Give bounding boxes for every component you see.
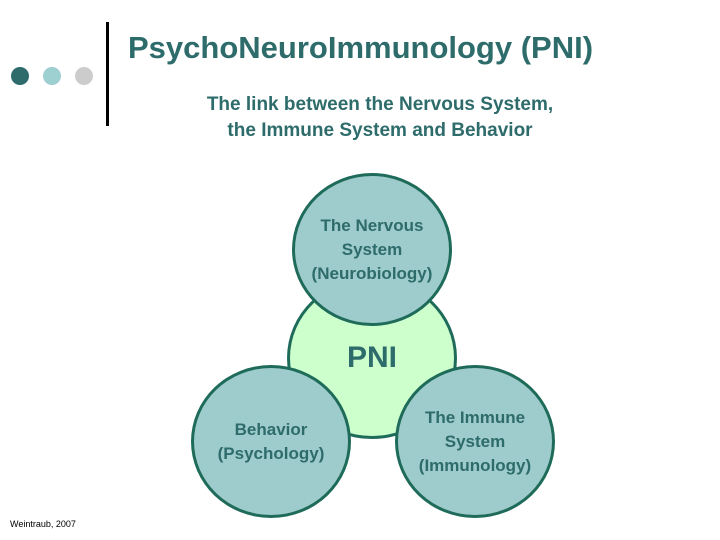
page-title: PsychoNeuroImmunology (PNI) [128, 30, 594, 65]
node-label-line: (Neurobiology) [311, 263, 433, 283]
title-divider [106, 22, 109, 126]
node-nervous-system: The Nervous System (Neurobiology) [292, 173, 452, 326]
node-label-line: System [341, 239, 403, 259]
node-label-line: The Nervous [320, 215, 424, 235]
center-label: PNI [346, 341, 397, 374]
page-subtitle: The link between the Nervous System, the… [130, 92, 630, 144]
decor-dot-light [43, 67, 61, 85]
node-behavior: Behavior (Psychology) [191, 365, 351, 518]
node-immune-system: The Immune System (Immunology) [395, 365, 555, 518]
decor-dot-gray [75, 67, 93, 85]
node-label-line: (Psychology) [217, 443, 325, 463]
footer-credit: Weintraub, 2007 [10, 519, 76, 529]
subtitle-line-1: The link between the Nervous System, [206, 94, 554, 115]
decor-dot-dark [11, 67, 29, 85]
node-label-line: (Immunology) [418, 455, 532, 475]
node-label-line: System [444, 431, 506, 451]
subtitle-line-2: the Immune System and Behavior [227, 120, 533, 141]
node-label-line: The Immune [424, 407, 526, 427]
node-label-line: Behavior [234, 419, 308, 439]
